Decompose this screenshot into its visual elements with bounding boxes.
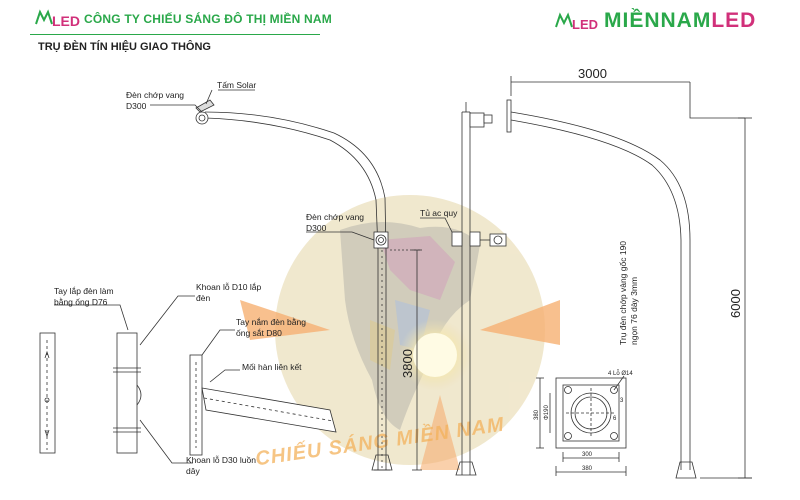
handle-detail [189,354,337,456]
brand-mark-icon: LED [555,12,598,32]
dim-height-mid: 3800 [400,349,415,378]
bracket-plate-detail [39,332,56,454]
label-leaders [54,89,453,464]
dim-width-top: 3000 [578,66,607,81]
pole-middle [451,102,507,476]
dim-base-width-1: 300 [582,452,593,458]
svg-text:LED: LED [572,17,598,32]
dim-base-phi: Φ190 [544,405,550,420]
drawing-labels: Đèn chớp vang D300 Tấm Solar Đèn chớp va… [54,66,743,476]
brand-name-right: LED [711,9,757,32]
company-name: CÔNG TY CHIẾU SÁNG ĐÔ THỊ MIỀN NAM [84,12,332,26]
dim-height-total: 6000 [728,289,743,318]
dim-base-6: 6 [613,416,617,422]
dimension-lines [390,76,752,479]
label-hole-d10-2: đèn [196,293,210,303]
label-pole-note-2: ngọn 76 dày 3mm [629,277,639,345]
label-solar-panel: Tấm Solar [217,80,256,90]
header-rule [30,34,320,35]
drawing-title: TRỤ ĐÈN TÍN HIỆU GIAO THÔNG [38,41,211,53]
logo-small-text: LED [52,13,80,29]
label-hole-d30-2: dây [186,466,200,476]
label-bracket-2: bằng ống D76 [54,297,108,307]
label-weld-joint: Mối hàn liên kết [242,362,302,372]
label-bracket-1: Tay lắp đèn làm [54,286,114,296]
pole-right [506,99,697,479]
brand-name-left: MIỀNNAM [604,9,712,32]
top-flash-light [195,99,215,125]
dim-base-height: 380 [534,409,540,420]
dim-base-width-2: 380 [582,466,593,472]
watermark-globe [240,195,560,470]
company-logo-small: LED [35,9,80,29]
label-battery-box: Tủ ac quy [420,208,458,218]
label-pole-note-1: Trụ đèn chớp vàng gốc 190 [618,241,628,345]
label-flash-light-top-2: D300 [126,101,147,111]
bracket-tube-detail [113,332,142,454]
label-handle-2: ống sắt D80 [236,328,282,338]
dim-base-3: 3 [620,398,624,404]
label-handle-1: Tay nắm đèn bằng [236,317,306,327]
mid-flash-light [373,231,389,249]
label-hole-d10-1: Khoan lỗ D10 lắp [196,282,261,292]
pole-left [204,111,393,471]
label-flash-light-top-1: Đèn chớp vang [126,90,184,100]
brand-logo: LED MIỀNNAMLED [552,8,756,34]
label-hole-d30-1: Khoan lỗ D30 luồn [186,455,256,465]
brand-name: MIỀNNAMLED [604,9,756,33]
label-flash-light-mid-1: Đèn chớp vang [306,212,364,222]
label-flash-light-mid-2: D300 [306,223,327,233]
base-plate-detail [536,375,627,476]
dim-base-holes: 4 Lỗ Ø14 [608,370,633,377]
